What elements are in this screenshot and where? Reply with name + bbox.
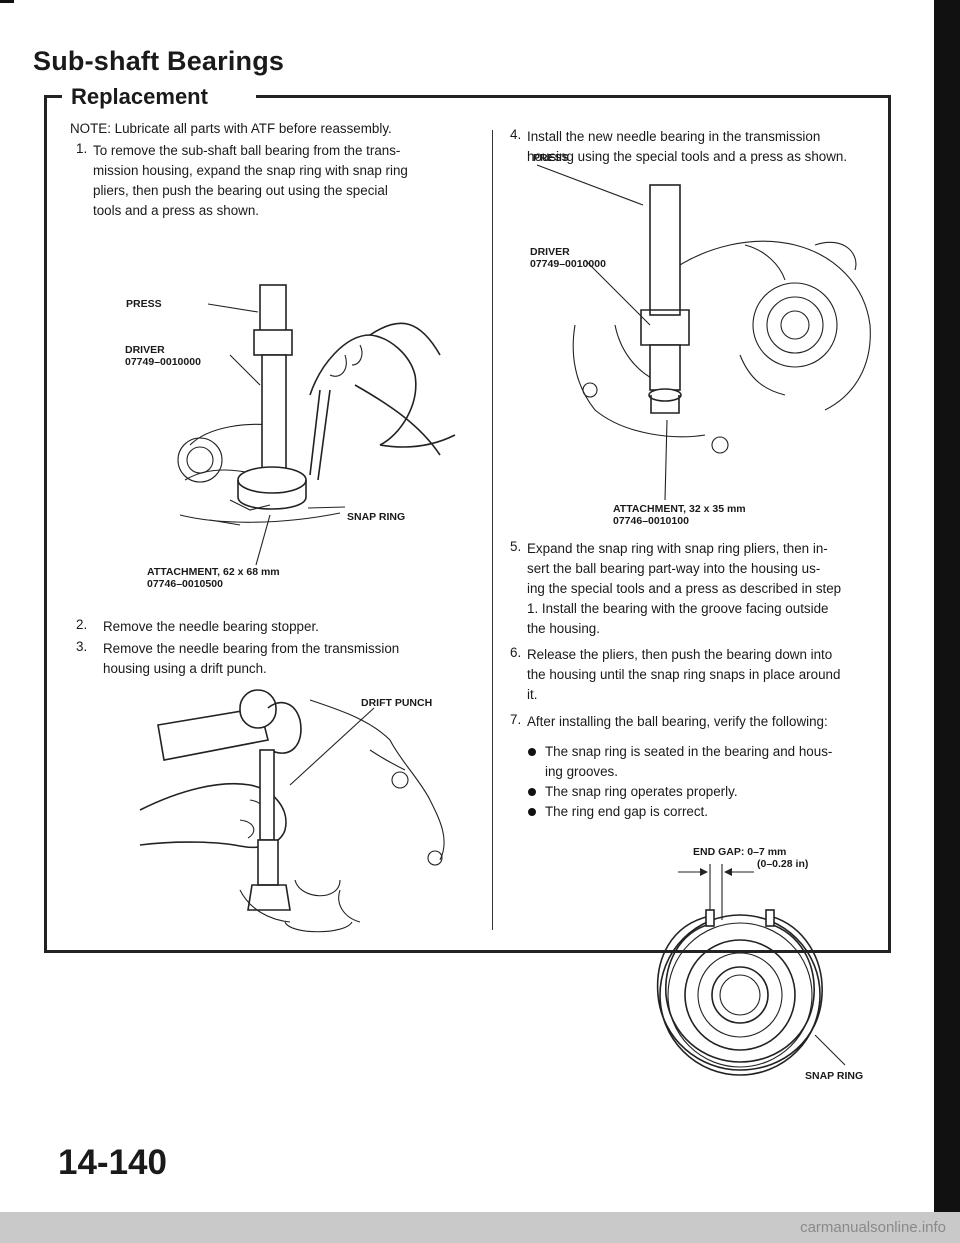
figure-drift-punch: [139, 689, 445, 933]
step-5-line: ing the special tools and a press as des…: [527, 581, 842, 596]
figure-needle-bearing-install: [536, 164, 871, 501]
figure-snap-ring-gap: [656, 864, 846, 1076]
fig1-press-label: PRESS: [126, 298, 162, 310]
check-item: The snap ring is seated in the bearing a…: [545, 742, 885, 782]
bullet-icon: [528, 748, 536, 756]
step-5-text: Expand the snap ring with snap ring plie…: [527, 539, 889, 639]
bullet-icon: [528, 788, 536, 796]
step-3-number: 3.: [76, 639, 88, 654]
fig4-end-gap-label: END GAP: 0–7 mm: [693, 846, 787, 858]
fig4-end-gap-inches: (0–0.28 in): [757, 858, 809, 870]
figure-ball-bearing-removal: [177, 284, 456, 566]
step-4-number: 4.: [510, 127, 522, 142]
check-line: ing grooves.: [545, 764, 618, 779]
step-2-text: Remove the needle bearing stopper.: [103, 619, 319, 634]
fig1-attachment-pn: 07746–0010500: [147, 578, 223, 590]
step-6-line: the housing until the snap ring snaps in…: [527, 667, 841, 682]
page-edge-bar: [934, 0, 960, 1243]
section-rule-top: [256, 95, 890, 98]
step-5-line: 1. Install the bearing with the groove f…: [527, 601, 829, 616]
step-6-number: 6.: [510, 645, 522, 660]
watermark: carmanualsonline.info: [800, 1219, 946, 1236]
step-2-number: 2.: [76, 617, 88, 632]
step-5-number: 5.: [510, 539, 522, 554]
fig1-driver-label: DRIVER: [125, 344, 165, 356]
step-5-line: sert the ball bearing part-way into the …: [527, 561, 821, 576]
step-1-text: To remove the sub-shaft ball bearing fro…: [93, 141, 478, 221]
fig3-attachment-label: ATTACHMENT, 32 x 35 mm: [613, 503, 746, 515]
step-4-line: housing using the special tools and a pr…: [527, 149, 848, 164]
step-1-line: pliers, then push the bearing out using …: [93, 183, 388, 198]
section-frame-left: [44, 95, 47, 953]
step-7-text: After installing the ball bearing, verif…: [527, 714, 828, 729]
footer-band: [0, 1212, 960, 1243]
section-frame-right: [888, 95, 891, 953]
step-6-text: Release the pliers, then push the bearin…: [527, 645, 889, 705]
step-3-line: housing using a drift punch.: [103, 661, 267, 676]
check-item: The ring end gap is correct.: [545, 804, 709, 819]
step-4-line: Install the new needle bearing in the tr…: [527, 129, 821, 144]
step-6-line: Release the pliers, then push the bearin…: [527, 647, 833, 662]
step-4-text: Install the new needle bearing in the tr…: [527, 127, 887, 167]
step-7-number: 7.: [510, 712, 522, 727]
step-1-line: mission housing, expand the snap ring wi…: [93, 163, 408, 178]
section-title: Replacement: [65, 84, 214, 110]
step-1-line: To remove the sub-shaft ball bearing fro…: [93, 143, 401, 158]
fig2-drift-punch-label: DRIFT PUNCH: [361, 697, 433, 709]
corner-mark: [0, 0, 14, 3]
fig4-snap-ring-label: SNAP RING: [805, 1070, 864, 1082]
check-item: The snap ring operates properly.: [545, 784, 738, 799]
fig3-attachment-pn: 07746–0010100: [613, 515, 689, 527]
page-title: Sub-shaft Bearings: [33, 46, 285, 76]
note-text: NOTE: Lubricate all parts with ATF befor…: [70, 121, 392, 136]
column-divider: [492, 130, 493, 930]
section-rule-left: [44, 95, 62, 98]
step-3-text: Remove the needle bearing from the trans…: [103, 639, 483, 679]
bullet-icon: [528, 808, 536, 816]
check-line: The snap ring is seated in the bearing a…: [545, 744, 833, 759]
step-5-line: the housing.: [527, 621, 600, 636]
fig3-driver-label: DRIVER: [530, 246, 570, 258]
page-number: 14-140: [58, 1143, 167, 1182]
fig1-driver-pn: 07749–0010000: [125, 356, 201, 368]
step-1-line: tools and a press as shown.: [93, 203, 259, 218]
step-1-number: 1.: [76, 141, 88, 156]
fig1-attachment-label: ATTACHMENT, 62 x 68 mm: [147, 566, 280, 578]
fig3-driver-pn: 07749–0010000: [530, 258, 606, 270]
fig1-snap-ring-label: SNAP RING: [347, 511, 406, 523]
step-3-line: Remove the needle bearing from the trans…: [103, 641, 400, 656]
step-5-line: Expand the snap ring with snap ring plie…: [527, 541, 828, 556]
fig3-press-label: PRESS: [533, 152, 569, 164]
section-frame-bottom: [44, 950, 891, 953]
step-6-line: it.: [527, 687, 538, 702]
